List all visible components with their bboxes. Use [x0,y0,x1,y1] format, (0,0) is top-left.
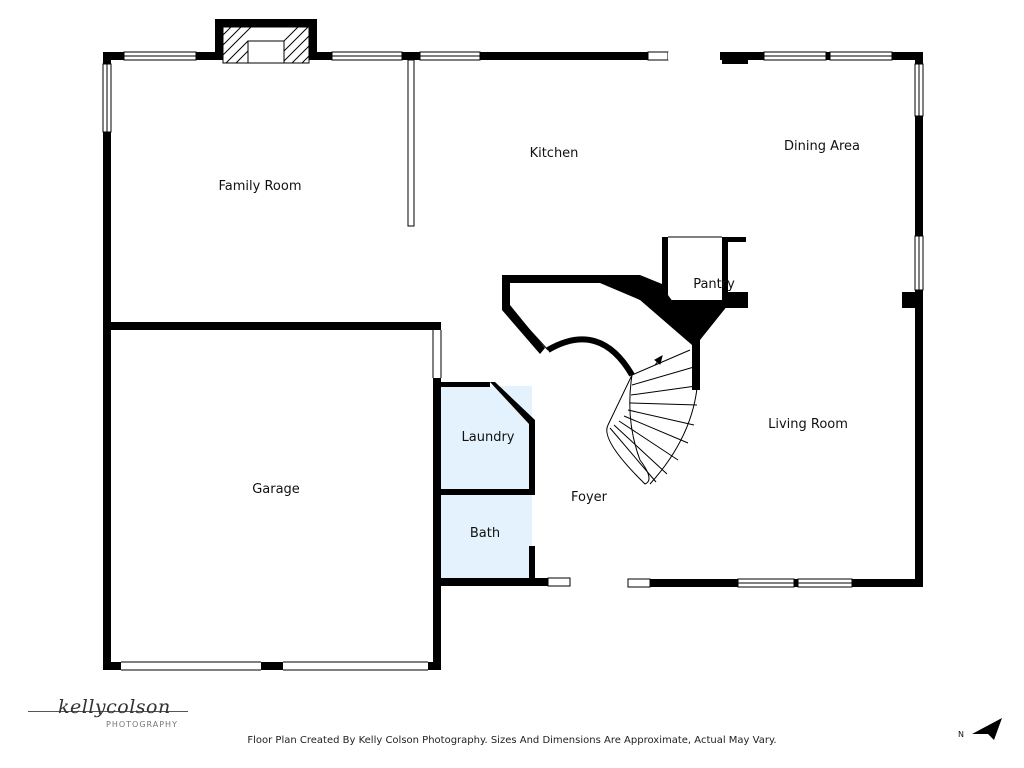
compass: N [954,716,1006,746]
stair-inner-wall [546,336,635,377]
compass-letter: N [958,730,964,739]
room-label-bath: Bath [470,526,500,541]
windows [102,51,924,671]
room-label-laundry: Laundry [462,430,515,445]
photographer-logo: kellycolson PHOTOGRAPHY [28,696,193,736]
logo-script: kellycolson [58,696,171,718]
room-label-pantry: Pantry [693,277,735,292]
spiral-stairs [606,344,699,485]
logo-subtitle: PHOTOGRAPHY [106,720,178,729]
fireplace [222,26,310,64]
north-arrow-icon [972,718,1002,740]
room-label-kitchen: Kitchen [530,146,579,161]
room-label-living-room: Living Room [768,417,848,432]
room-label-family-room: Family Room [219,179,302,194]
logo-flourish [28,711,188,712]
room-label-dining-area: Dining Area [784,139,860,154]
room-label-garage: Garage [252,482,300,497]
interior-walls [103,59,748,586]
bath-fill [440,494,532,578]
room-label-foyer: Foyer [571,490,608,505]
laundry-angled-wall [490,382,535,424]
stair-enclosure [502,275,728,390]
disclaimer-text: Floor Plan Created By Kelly Colson Photo… [247,735,777,746]
